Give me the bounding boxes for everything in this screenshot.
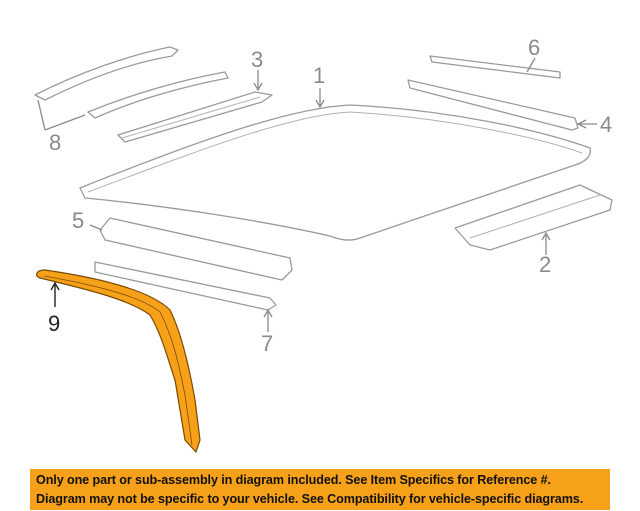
- callout-2: 2: [539, 252, 551, 277]
- banner-line-2: Diagram may not be specific to your vehi…: [36, 492, 584, 506]
- part-8-weatherstrip: [34, 46, 229, 119]
- callout-3: 3: [251, 47, 263, 72]
- part-5-rail: [99, 217, 293, 281]
- disclaimer-banner: Only one part or sub-assembly in diagram…: [30, 469, 610, 510]
- callout-6: 6: [528, 35, 540, 60]
- leader-5: [89, 224, 103, 231]
- part-4-rail: [407, 79, 579, 131]
- part-3-rail: [117, 91, 273, 143]
- part-2-roof-bow: [454, 184, 613, 251]
- part-9-highlighted: [35, 269, 201, 454]
- callout-7: 7: [261, 331, 273, 356]
- leader-6: [526, 57, 536, 73]
- leader-4: [576, 119, 597, 129]
- callout-9: 9: [48, 311, 60, 336]
- part-6-rail: [429, 55, 561, 79]
- leader-1: [315, 88, 325, 109]
- leader-8: [37, 99, 86, 131]
- part-7-rail: [94, 261, 277, 311]
- callout-5: 5: [72, 208, 84, 233]
- part-1-roof-panel: [79, 104, 591, 241]
- callout-8: 8: [49, 130, 61, 155]
- leader-9: [50, 281, 60, 307]
- banner-line-1: Only one part or sub-assembly in diagram…: [36, 473, 551, 487]
- callout-4: 4: [600, 112, 612, 137]
- leader-7: [263, 308, 273, 332]
- leader-2: [541, 231, 551, 255]
- callout-1: 1: [313, 63, 325, 88]
- leader-3: [253, 70, 263, 92]
